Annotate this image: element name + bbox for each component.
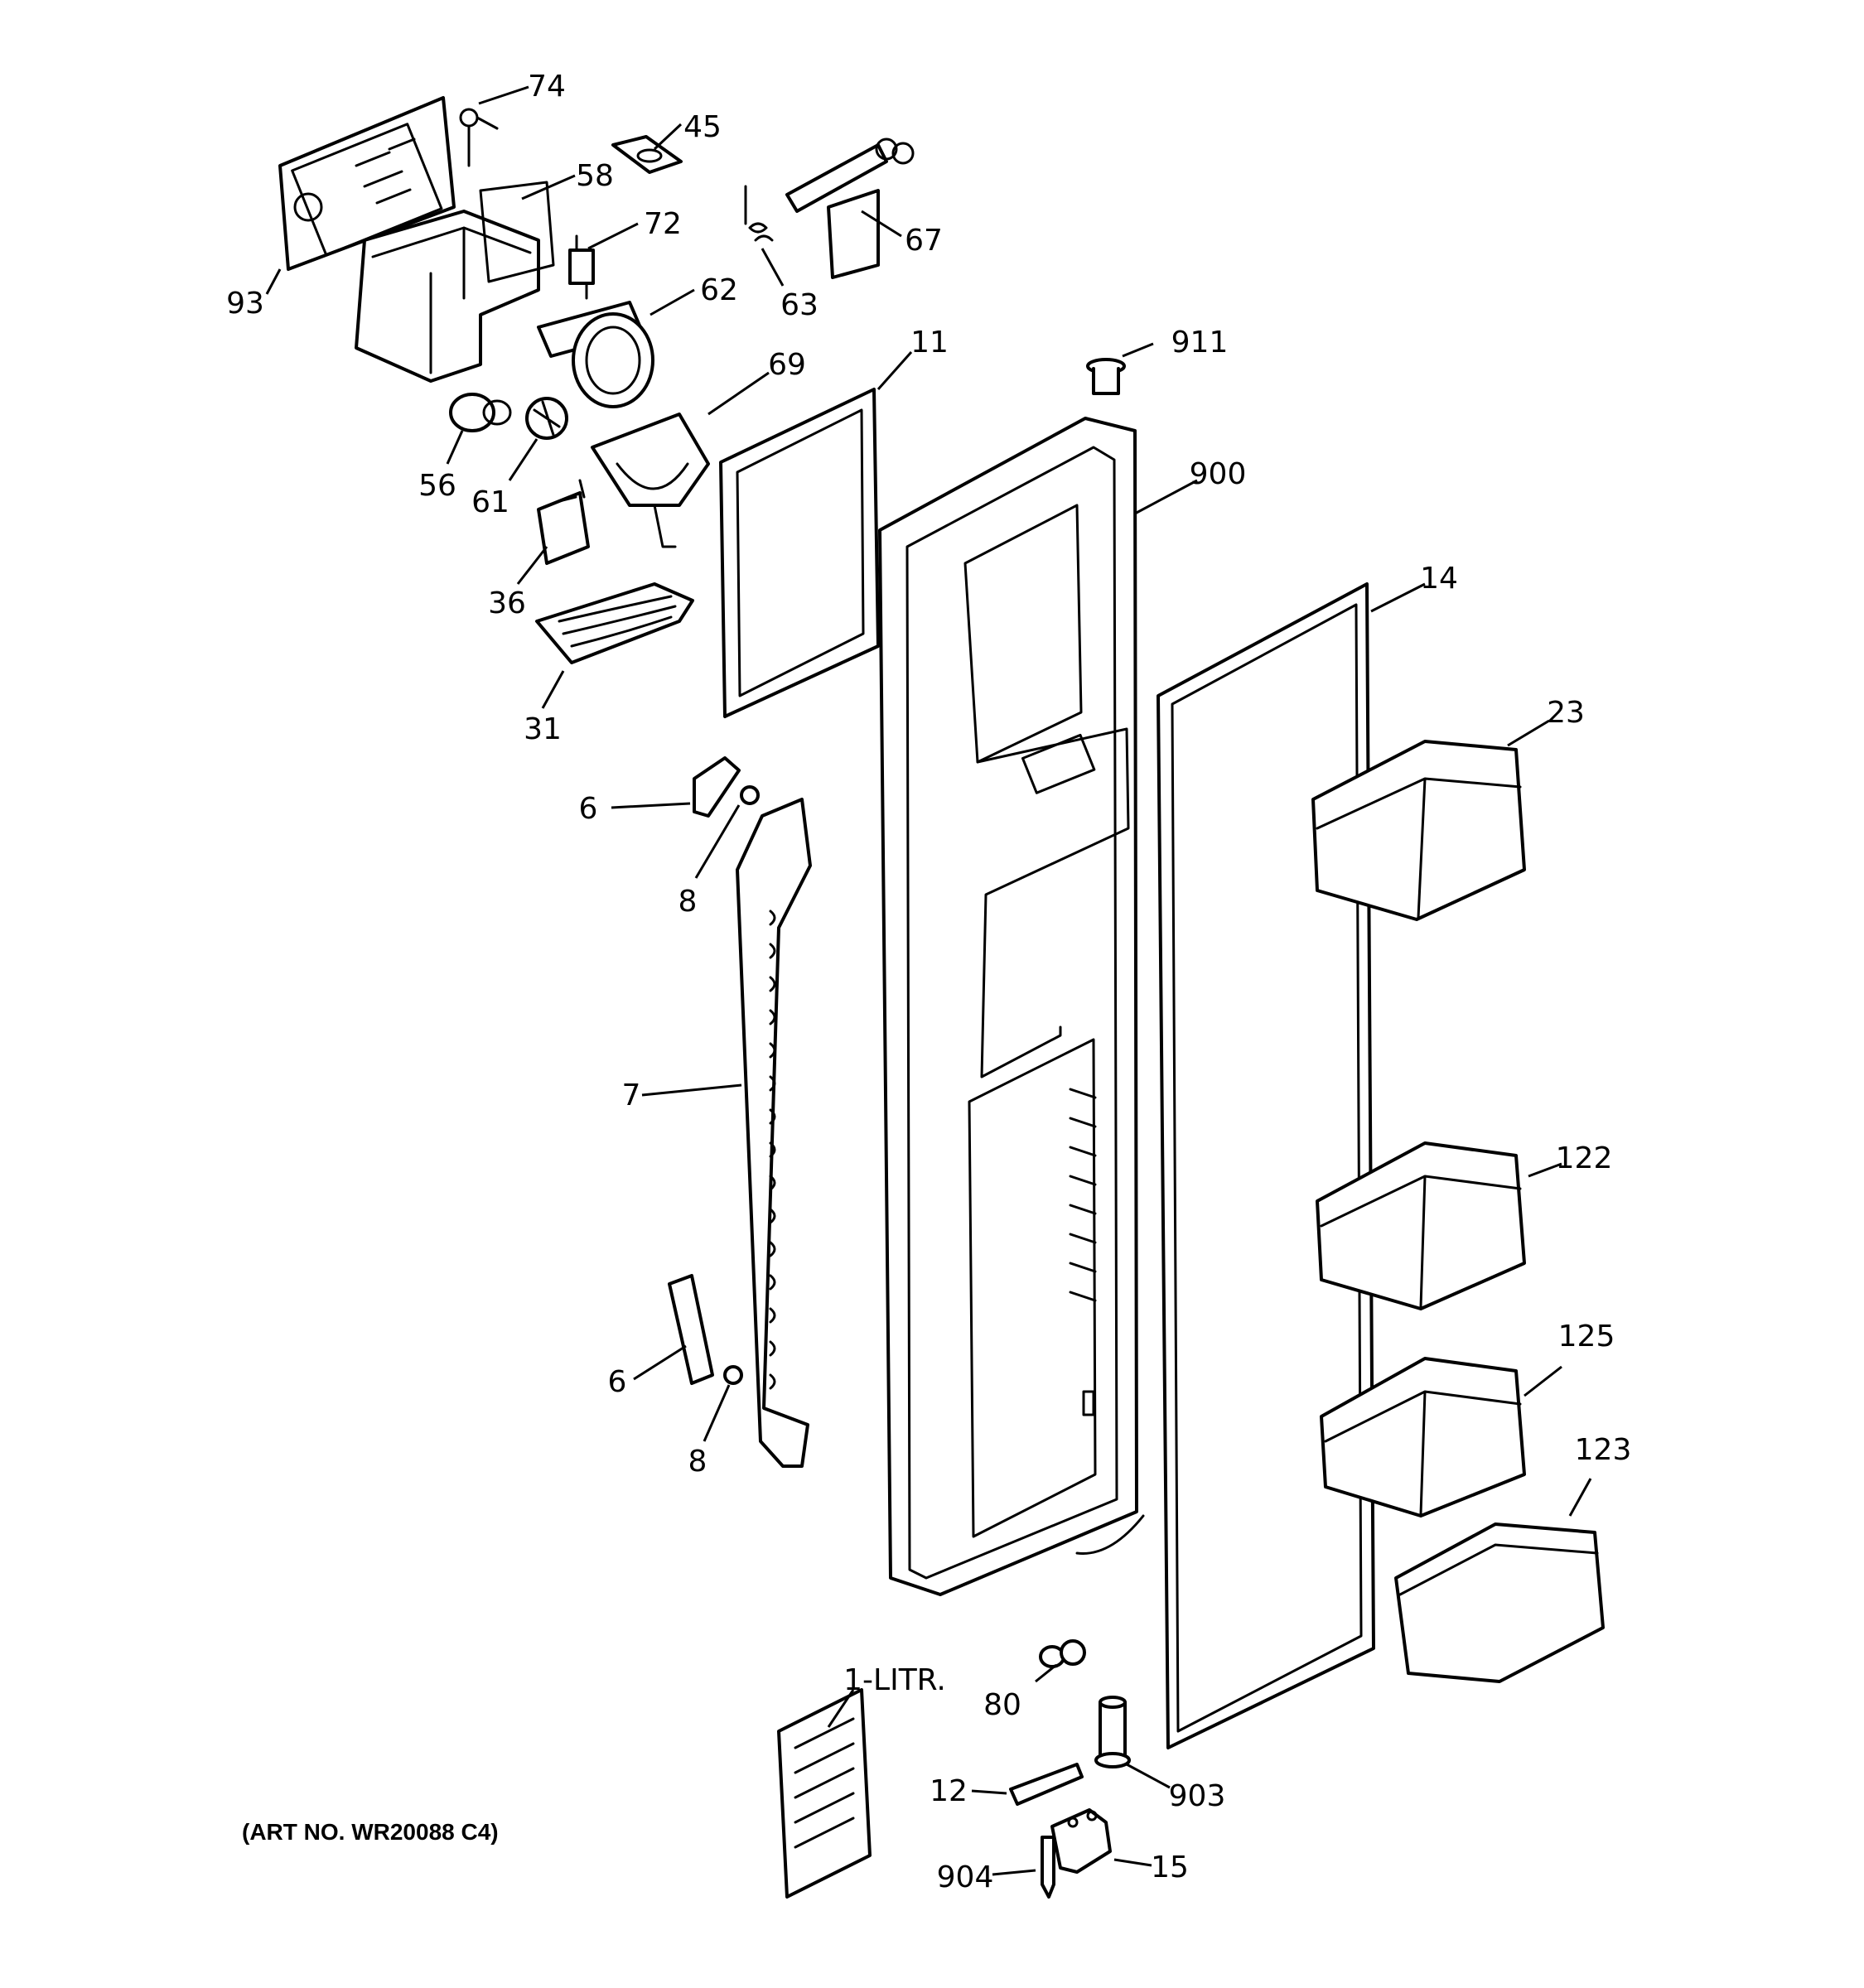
part-8-screw-bottom xyxy=(723,1365,743,1385)
callout-11: 11 xyxy=(910,326,949,359)
part-125-bin xyxy=(1320,1357,1526,1518)
part-7-handle xyxy=(736,798,812,1468)
callout-14: 14 xyxy=(1420,562,1458,596)
part-900-door xyxy=(878,417,1145,1596)
callout-56: 56 xyxy=(418,469,456,503)
part-15-hinge xyxy=(1050,1808,1112,1874)
part-904-screw xyxy=(1041,1836,1055,1899)
part-dispenser-housing xyxy=(355,181,555,383)
part-45-bracket xyxy=(611,135,683,174)
callout-45: 45 xyxy=(683,110,722,144)
part-literature xyxy=(777,1688,872,1899)
callout-125: 125 xyxy=(1558,1320,1615,1353)
callout-62: 62 xyxy=(700,273,738,307)
part-8-screw-top xyxy=(740,785,760,805)
part-93-control-panel xyxy=(278,96,456,271)
callout-labels: 74 45 58 72 67 93 63 62 911 11 69 56 61 … xyxy=(226,70,1631,1894)
callout-6-top: 6 xyxy=(579,792,598,826)
callout-8-top: 8 xyxy=(678,885,698,919)
part-122-bin xyxy=(1316,1141,1526,1310)
callout-61: 61 xyxy=(471,485,509,519)
part-62-chute-ring xyxy=(537,301,654,408)
callout-72: 72 xyxy=(644,207,682,241)
callout-900: 900 xyxy=(1190,457,1247,491)
part-74-spring xyxy=(459,108,499,167)
callout-123: 123 xyxy=(1575,1433,1632,1467)
callout-69: 69 xyxy=(768,348,806,382)
callout-122: 122 xyxy=(1556,1141,1613,1175)
part-14-gasket xyxy=(1157,582,1375,1749)
part-11-frame xyxy=(719,388,880,718)
leader-lines xyxy=(265,85,1592,1876)
part-56-motor xyxy=(449,393,512,432)
part-12-bracket xyxy=(1009,1763,1084,1806)
callout-7: 7 xyxy=(622,1078,641,1112)
part-31-drip-tray xyxy=(535,582,694,664)
part-911-bushing xyxy=(1086,358,1126,395)
callout-8-bottom: 8 xyxy=(688,1445,707,1479)
callout-15: 15 xyxy=(1151,1850,1189,1884)
part-80-plug xyxy=(1039,1639,1086,1668)
art-number: (ART NO. WR20088 C4) xyxy=(242,1819,499,1845)
callout-67: 67 xyxy=(905,224,943,258)
callout-93: 93 xyxy=(226,287,264,321)
part-36-bracket xyxy=(537,479,590,565)
callout-904: 904 xyxy=(937,1860,994,1894)
part-23-bin xyxy=(1311,740,1526,921)
callout-1-litr: 1-LITR. xyxy=(843,1663,946,1697)
callout-80: 80 xyxy=(983,1688,1021,1722)
part-6-handle-cap-bottom xyxy=(668,1274,714,1385)
part-123-bin xyxy=(1394,1522,1605,1683)
part-63-spring xyxy=(744,185,774,242)
part-69-funnel xyxy=(591,413,710,548)
callout-6-bottom: 6 xyxy=(608,1365,627,1399)
part-903-pin xyxy=(1094,1696,1131,1768)
callout-23: 23 xyxy=(1547,696,1585,730)
callout-74: 74 xyxy=(528,70,566,104)
callout-31: 31 xyxy=(524,712,562,746)
callout-903: 903 xyxy=(1169,1779,1226,1813)
callout-12: 12 xyxy=(930,1774,968,1808)
callout-911: 911 xyxy=(1171,326,1229,359)
part-67-shaft xyxy=(785,138,915,279)
part-6-handle-cap-top xyxy=(693,756,741,818)
callout-58: 58 xyxy=(576,159,614,193)
part-72-switch xyxy=(568,234,595,300)
callout-36: 36 xyxy=(488,586,526,620)
part-61-gear xyxy=(525,397,568,440)
callout-63: 63 xyxy=(780,288,819,322)
